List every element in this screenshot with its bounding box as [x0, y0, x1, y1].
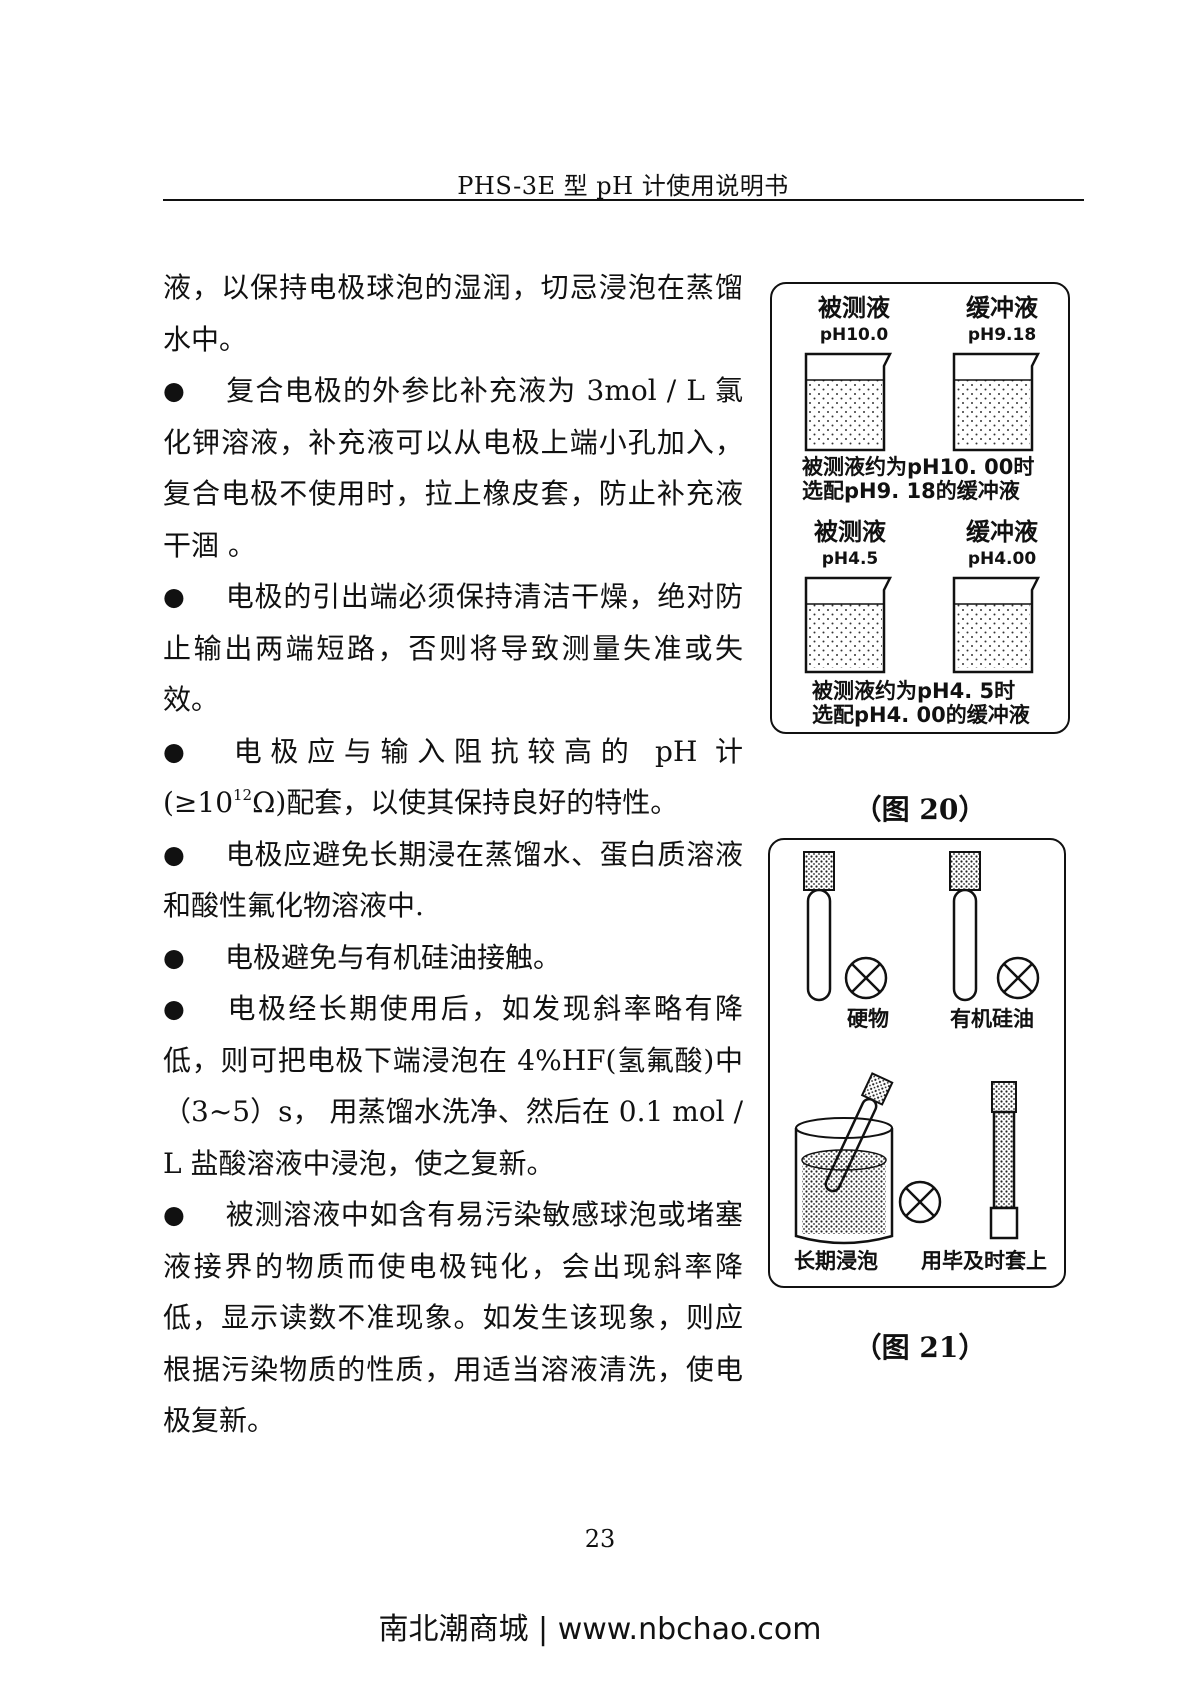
electrode-icon — [803, 851, 835, 1002]
label-buffer-solution: 缓冲液 — [966, 294, 1038, 322]
prohibited-icon — [996, 956, 1040, 1000]
bullet-paragraph: 复合电极的外参比补充液为 3mol / L 氯化钾溶液，补充液可以从电极上端小孔… — [163, 365, 743, 571]
note-text: 被测液约为pH10. 00时 — [802, 455, 1034, 479]
beaker-icon — [804, 352, 893, 452]
note-text: 选配pH9. 18的缓冲液 — [802, 479, 1020, 503]
beaker-icon — [804, 576, 893, 674]
soaking-beaker-icon — [794, 1072, 894, 1245]
page-number: 23 — [584, 1525, 616, 1553]
label-ph-value: pH4.5 — [822, 549, 879, 569]
note-text: 被测液约为pH4. 5时 — [812, 679, 1015, 703]
beaker-icon — [952, 352, 1041, 452]
bullet-paragraph: 电极的引出端必须保持清洁干燥，绝对防止输出两端短路，否则将导致测量失准或失效。 — [163, 571, 743, 726]
bullet-text: 电极的引出端必须保持清洁干燥，绝对防止输出两端短路，否则将导致测量失准或失效。 — [163, 580, 743, 716]
bullet-paragraph: 电极应避免长期浸在蒸馏水、蛋白质溶液和酸性氟化物溶液中. — [163, 829, 743, 932]
label-ph-value: pH10.0 — [820, 325, 889, 345]
bullet-text: 电极避免与有机硅油接触。 — [225, 940, 562, 974]
label-ph-value: pH4.00 — [968, 549, 1037, 569]
label-tested-solution: 被测液 — [814, 518, 886, 546]
bullet-paragraph: 电极避免与有机硅油接触。 — [163, 932, 743, 984]
label-cap-after-use: 用毕及时套上 — [921, 1249, 1047, 1273]
bullet-text: 复合电极的外参比补充液为 3mol / L 氯化钾溶液，补充液可以从电极上端小孔… — [163, 374, 743, 562]
capped-electrode-icon — [989, 1081, 1019, 1240]
body-text: 液，以保持电极球泡的湿润，切忌浸泡在蒸馏水中。 复合电极的外参比补充液为 3mo… — [163, 262, 743, 1447]
figure-21-illustration: 硬物 有机硅油 长期浸泡 — [794, 851, 1047, 1273]
label-long-soak: 长期浸泡 — [794, 1249, 878, 1273]
bullet-text: 电极应与输入阻抗较高的 pH 计(≥10 — [163, 734, 743, 820]
label-ph-value: pH9.18 — [968, 325, 1036, 345]
figure-21-caption: （图 21） — [853, 1331, 987, 1364]
figure-20: 被测液 pH10.0 缓冲液 pH9.18 被测液约为pH10. 00时 选配p… — [770, 282, 1070, 734]
label-tested-solution: 被测液 — [818, 294, 890, 322]
figure-20-caption: （图 20） — [853, 793, 987, 826]
prohibited-icon — [844, 956, 888, 1000]
beaker-icon — [952, 576, 1041, 674]
paragraph: 液，以保持电极球泡的湿润，切忌浸泡在蒸馏水中。 — [163, 271, 743, 356]
label-buffer-solution: 缓冲液 — [966, 518, 1038, 546]
page-header-title: PHS-3E 型 pH 计使用说明书 — [457, 172, 789, 200]
bullet-text: 被测溶液中如含有易污染敏感球泡或堵塞液接界的物质而使电极钝化，会出现斜率降低，显… — [163, 1198, 743, 1437]
figure-21: 硬物 有机硅油 长期浸泡 — [768, 838, 1066, 1288]
superscript: 12 — [233, 786, 253, 804]
label-hard-object: 硬物 — [847, 1007, 889, 1031]
note-text: 选配pH4. 00的缓冲液 — [812, 703, 1030, 727]
bullet-text: 电极应避免长期浸在蒸馏水、蛋白质溶液和酸性氟化物溶液中. — [163, 837, 743, 923]
bullet-paragraph: 电极经长期使用后，如发现斜率略有降低，则可把电极下端浸泡在 4%HF(氢氟酸)中… — [163, 983, 743, 1189]
electrode-icon — [949, 851, 981, 1002]
bullet-paragraph: 被测溶液中如含有易污染敏感球泡或堵塞液接界的物质而使电极钝化，会出现斜率降低，显… — [163, 1189, 743, 1447]
footer-site-link[interactable]: 南北潮商城 | www.nbchao.com — [378, 1612, 822, 1647]
figure-20-illustration: 被测液 pH10.0 缓冲液 pH9.18 被测液约为pH10. 00时 选配p… — [802, 294, 1041, 727]
label-silicone-oil: 有机硅油 — [950, 1007, 1034, 1031]
bullet-text: 电极经长期使用后，如发现斜率略有降低，则可把电极下端浸泡在 4%HF(氢氟酸)中… — [163, 992, 743, 1180]
bullet-text: Ω)配套，以使其保持良好的特性。 — [252, 786, 679, 819]
bullet-paragraph: 电极应与输入阻抗较高的 pH 计(≥1012Ω)配套，以使其保持良好的特性。 — [163, 726, 743, 829]
header-rule — [163, 199, 1084, 201]
prohibited-icon — [898, 1180, 942, 1224]
